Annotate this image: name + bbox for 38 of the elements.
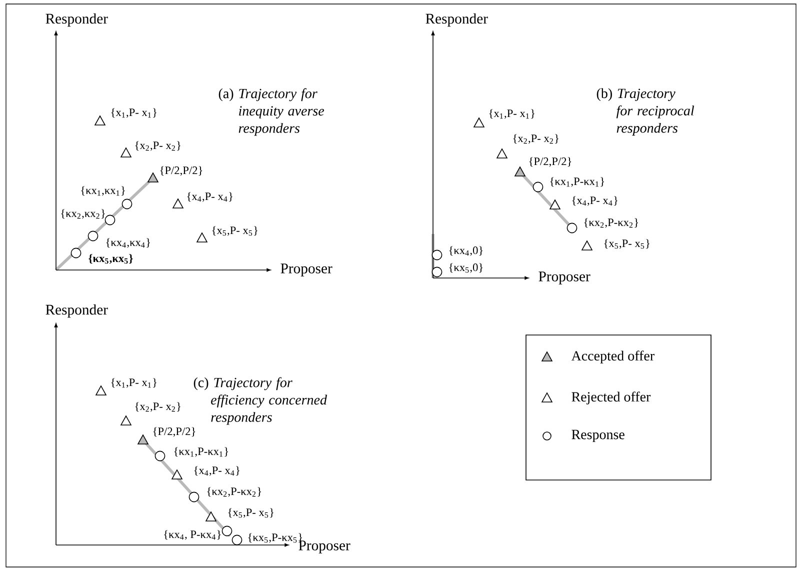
axis-title: Proposer bbox=[298, 540, 350, 554]
point-label: {x$_{2}$,P- x$_{2}$} bbox=[135, 402, 180, 412]
point-label: {x$_{4}$,P- x$_{4}$} bbox=[187, 192, 232, 202]
legend-label: Response bbox=[572, 430, 624, 442]
point-label: {κx$_{1}$,P-κx$_{1}$} bbox=[550, 177, 604, 187]
axis-title: Proposer bbox=[280, 264, 332, 276]
point-label: {x$_{5}$,P- x$_{5}$} bbox=[604, 239, 650, 249]
point-label: {x$_{2}$,P- x$_{2}$} bbox=[135, 141, 180, 151]
point-label: {κx$_{2}$,κx$_{2}$} bbox=[61, 209, 105, 219]
point-label: {κx$_{5}$,κx$_{5}$} bbox=[88, 254, 133, 264]
axis-title: Responder bbox=[46, 304, 108, 318]
point-label: {x$_{1}$,P- x$_{1}$} bbox=[489, 109, 534, 119]
point-label: {x$_{5}$,P- x$_{5}$} bbox=[228, 508, 274, 518]
panel-title: (a) Trajectory for inequity averse responders bbox=[218, 88, 324, 136]
axis-title: Responder bbox=[426, 13, 488, 27]
point-label: {κx$_{2}$,P-κx$_{2}$} bbox=[207, 487, 262, 497]
point-label: {x$_{1}$,P- x$_{1}$} bbox=[111, 108, 156, 118]
point-label: {x$_{5}$,P- x$_{5}$} bbox=[212, 226, 258, 236]
point-label: {x$_{4}$,P- x$_{4}$} bbox=[572, 196, 618, 206]
point-label: {κx$_{4}$,κx$_{4}$} bbox=[106, 238, 150, 248]
panel-title: (c) Trajectory for efficiency concerned responders bbox=[194, 377, 328, 425]
point-label: {x$_{4}$,P- x$_{4}$} bbox=[194, 466, 240, 476]
panel-title: (b) Trajectory for reciprocal responders bbox=[596, 88, 694, 136]
axis-title: Proposer bbox=[538, 272, 590, 284]
point-label: {κx$_{4}$, P-κx$_{4}$} bbox=[164, 530, 221, 540]
point-label: {κx$_{5}$,0} bbox=[449, 263, 483, 273]
point-label: {κx$_{4}$,0} bbox=[449, 246, 483, 256]
point-label: {κx$_{1}$,P-κx$_{1}$} bbox=[174, 447, 228, 457]
point-label: {P/2,P/2} bbox=[153, 427, 196, 437]
axis-title: Responder bbox=[46, 13, 108, 27]
legend-label: Accepted offer bbox=[571, 350, 654, 364]
point-label: {x$_{2}$,P- x$_{2}$} bbox=[513, 134, 558, 144]
point-label: {κx$_{2}$,P-κx$_{2}$} bbox=[584, 218, 638, 228]
point-label: {κx$_{1}$,κx$_{1}$} bbox=[81, 186, 125, 196]
point-label: {P/2,P/2} bbox=[160, 166, 202, 176]
legend-label: Rejected offer bbox=[572, 392, 651, 404]
point-label: {x$_{1}$,P- x$_{1}$} bbox=[111, 378, 156, 388]
point-label: {P/2,P/2} bbox=[529, 157, 572, 167]
